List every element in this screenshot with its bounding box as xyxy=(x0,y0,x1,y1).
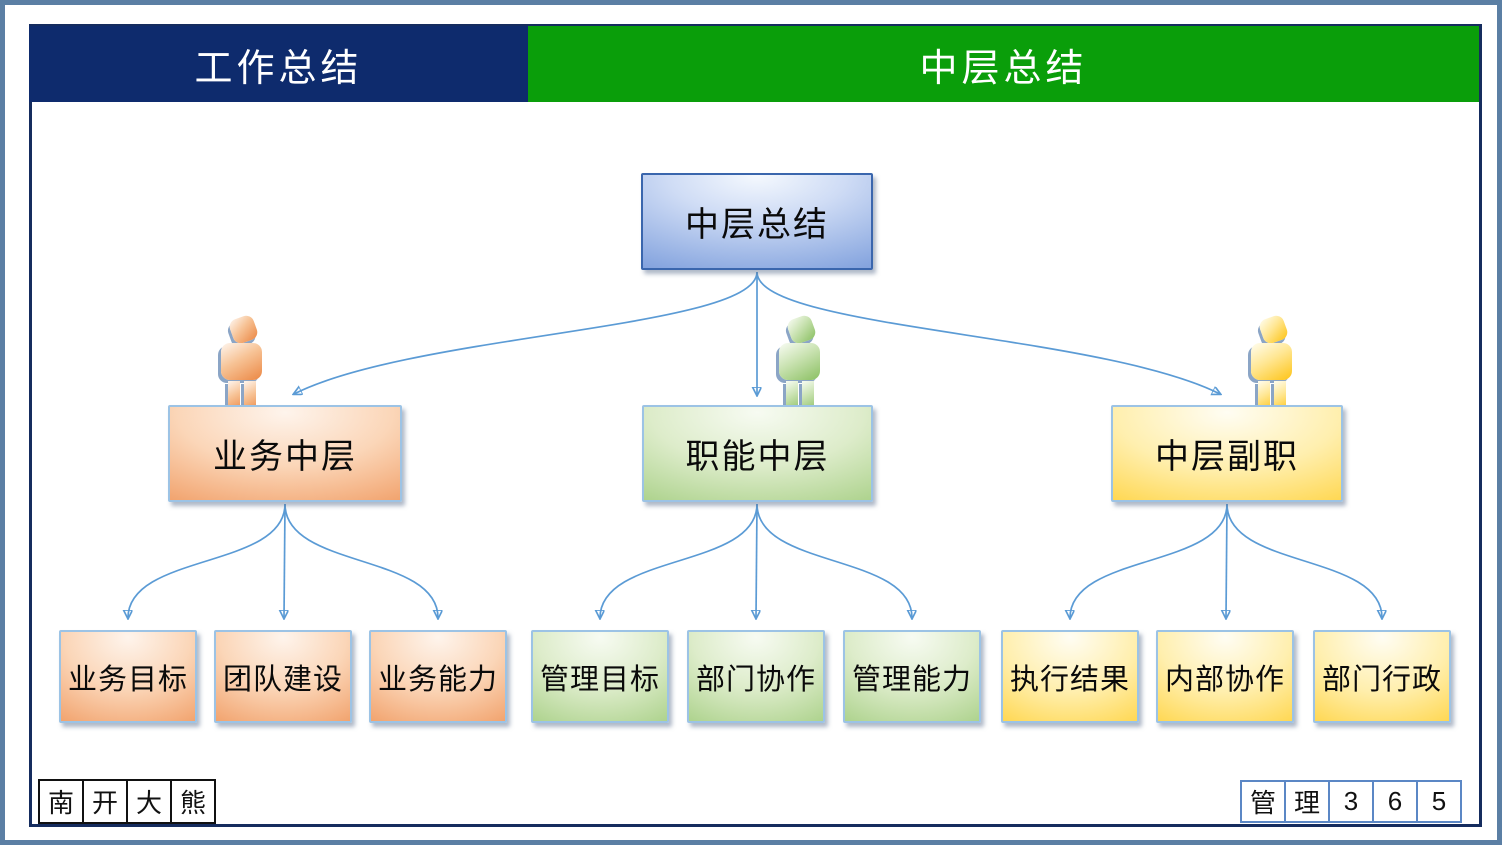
node-leaf[interactable]: 内部协作 xyxy=(1156,630,1294,723)
footer-logo-guanli365: 管 理 3 6 5 xyxy=(1240,780,1462,823)
footer-cell: 管 xyxy=(1240,780,1286,823)
node-business-middle[interactable]: 业务中层 xyxy=(168,405,402,502)
node-leaf[interactable]: 团队建设 xyxy=(214,630,352,723)
footer-cell: 5 xyxy=(1416,780,1462,823)
person-head xyxy=(227,313,260,346)
person-torso xyxy=(779,343,820,380)
person-torso xyxy=(221,343,262,380)
node-leaf[interactable]: 管理目标 xyxy=(531,630,669,723)
footer-cell: 3 xyxy=(1328,780,1374,823)
node-leaf[interactable]: 执行结果 xyxy=(1001,630,1139,723)
footer-cell: 熊 xyxy=(170,779,216,824)
node-function-middle[interactable]: 职能中层 xyxy=(642,405,873,502)
footer-logo-nankai-daxiong: 南 开 大 熊 xyxy=(38,779,216,824)
person-torso xyxy=(1251,343,1292,380)
node-leaf[interactable]: 业务能力 xyxy=(369,630,507,723)
footer-cell: 开 xyxy=(82,779,128,824)
footer-cell: 6 xyxy=(1372,780,1418,823)
node-deputy-middle[interactable]: 中层副职 xyxy=(1111,405,1343,502)
node-leaf[interactable]: 管理能力 xyxy=(843,630,981,723)
footer-cell: 大 xyxy=(126,779,172,824)
person-icon xyxy=(776,313,822,413)
person-head xyxy=(785,313,818,346)
header-tab-midlevel-summary[interactable]: 中层总结 xyxy=(528,26,1479,102)
node-leaf[interactable]: 部门协作 xyxy=(687,630,825,723)
header-tab-work-summary[interactable]: 工作总结 xyxy=(29,26,528,102)
person-icon xyxy=(1248,313,1294,413)
footer-cell: 南 xyxy=(38,779,84,824)
node-leaf[interactable]: 部门行政 xyxy=(1313,630,1451,723)
node-leaf[interactable]: 业务目标 xyxy=(59,630,197,723)
node-root[interactable]: 中层总结 xyxy=(641,173,873,270)
person-icon xyxy=(218,313,264,413)
person-head xyxy=(1257,313,1290,346)
footer-cell: 理 xyxy=(1284,780,1330,823)
slide-inner-border xyxy=(29,24,1482,827)
